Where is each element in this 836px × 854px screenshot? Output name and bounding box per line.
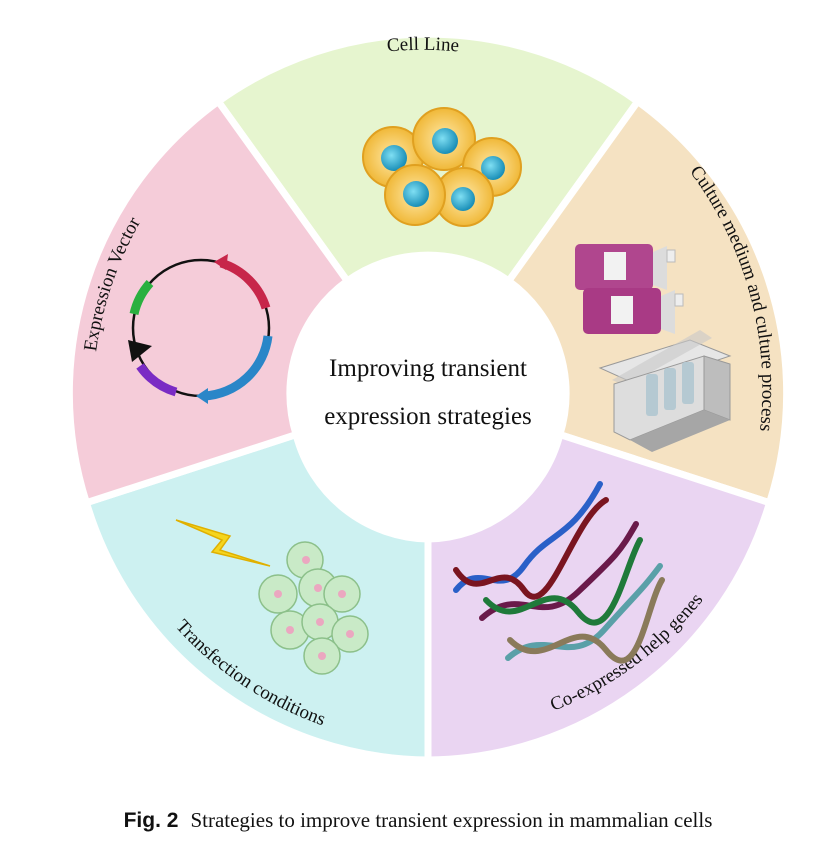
culture-flask-icon — [575, 244, 676, 290]
lightning-icon — [175, 519, 271, 567]
incubator-icon — [598, 330, 732, 452]
figure-number: Fig. 2 — [123, 809, 179, 832]
center-title-line1: Improving transient — [329, 355, 527, 382]
segment-vector — [65, 96, 353, 508]
center-circle — [293, 265, 563, 535]
figure-caption-text: Strategies to improve transient expressi… — [190, 808, 713, 832]
figure-caption: Fig. 2 Strategies to improve transient ex… — [0, 808, 836, 833]
cell-cluster-icon — [362, 107, 522, 227]
culture-flask-icon-2 — [583, 288, 684, 334]
center-title-line2: expression strategies — [324, 403, 532, 430]
segment-coexpressed — [424, 430, 774, 764]
transfected-cells-icon — [258, 541, 369, 675]
segment-transfection — [82, 430, 432, 764]
label-cell-line: Cell Line — [386, 34, 460, 57]
plasmid-icon — [128, 254, 273, 404]
dna-helix-icon — [453, 481, 665, 664]
strategy-wheel: Improving transient expression strategie… — [65, 33, 787, 764]
